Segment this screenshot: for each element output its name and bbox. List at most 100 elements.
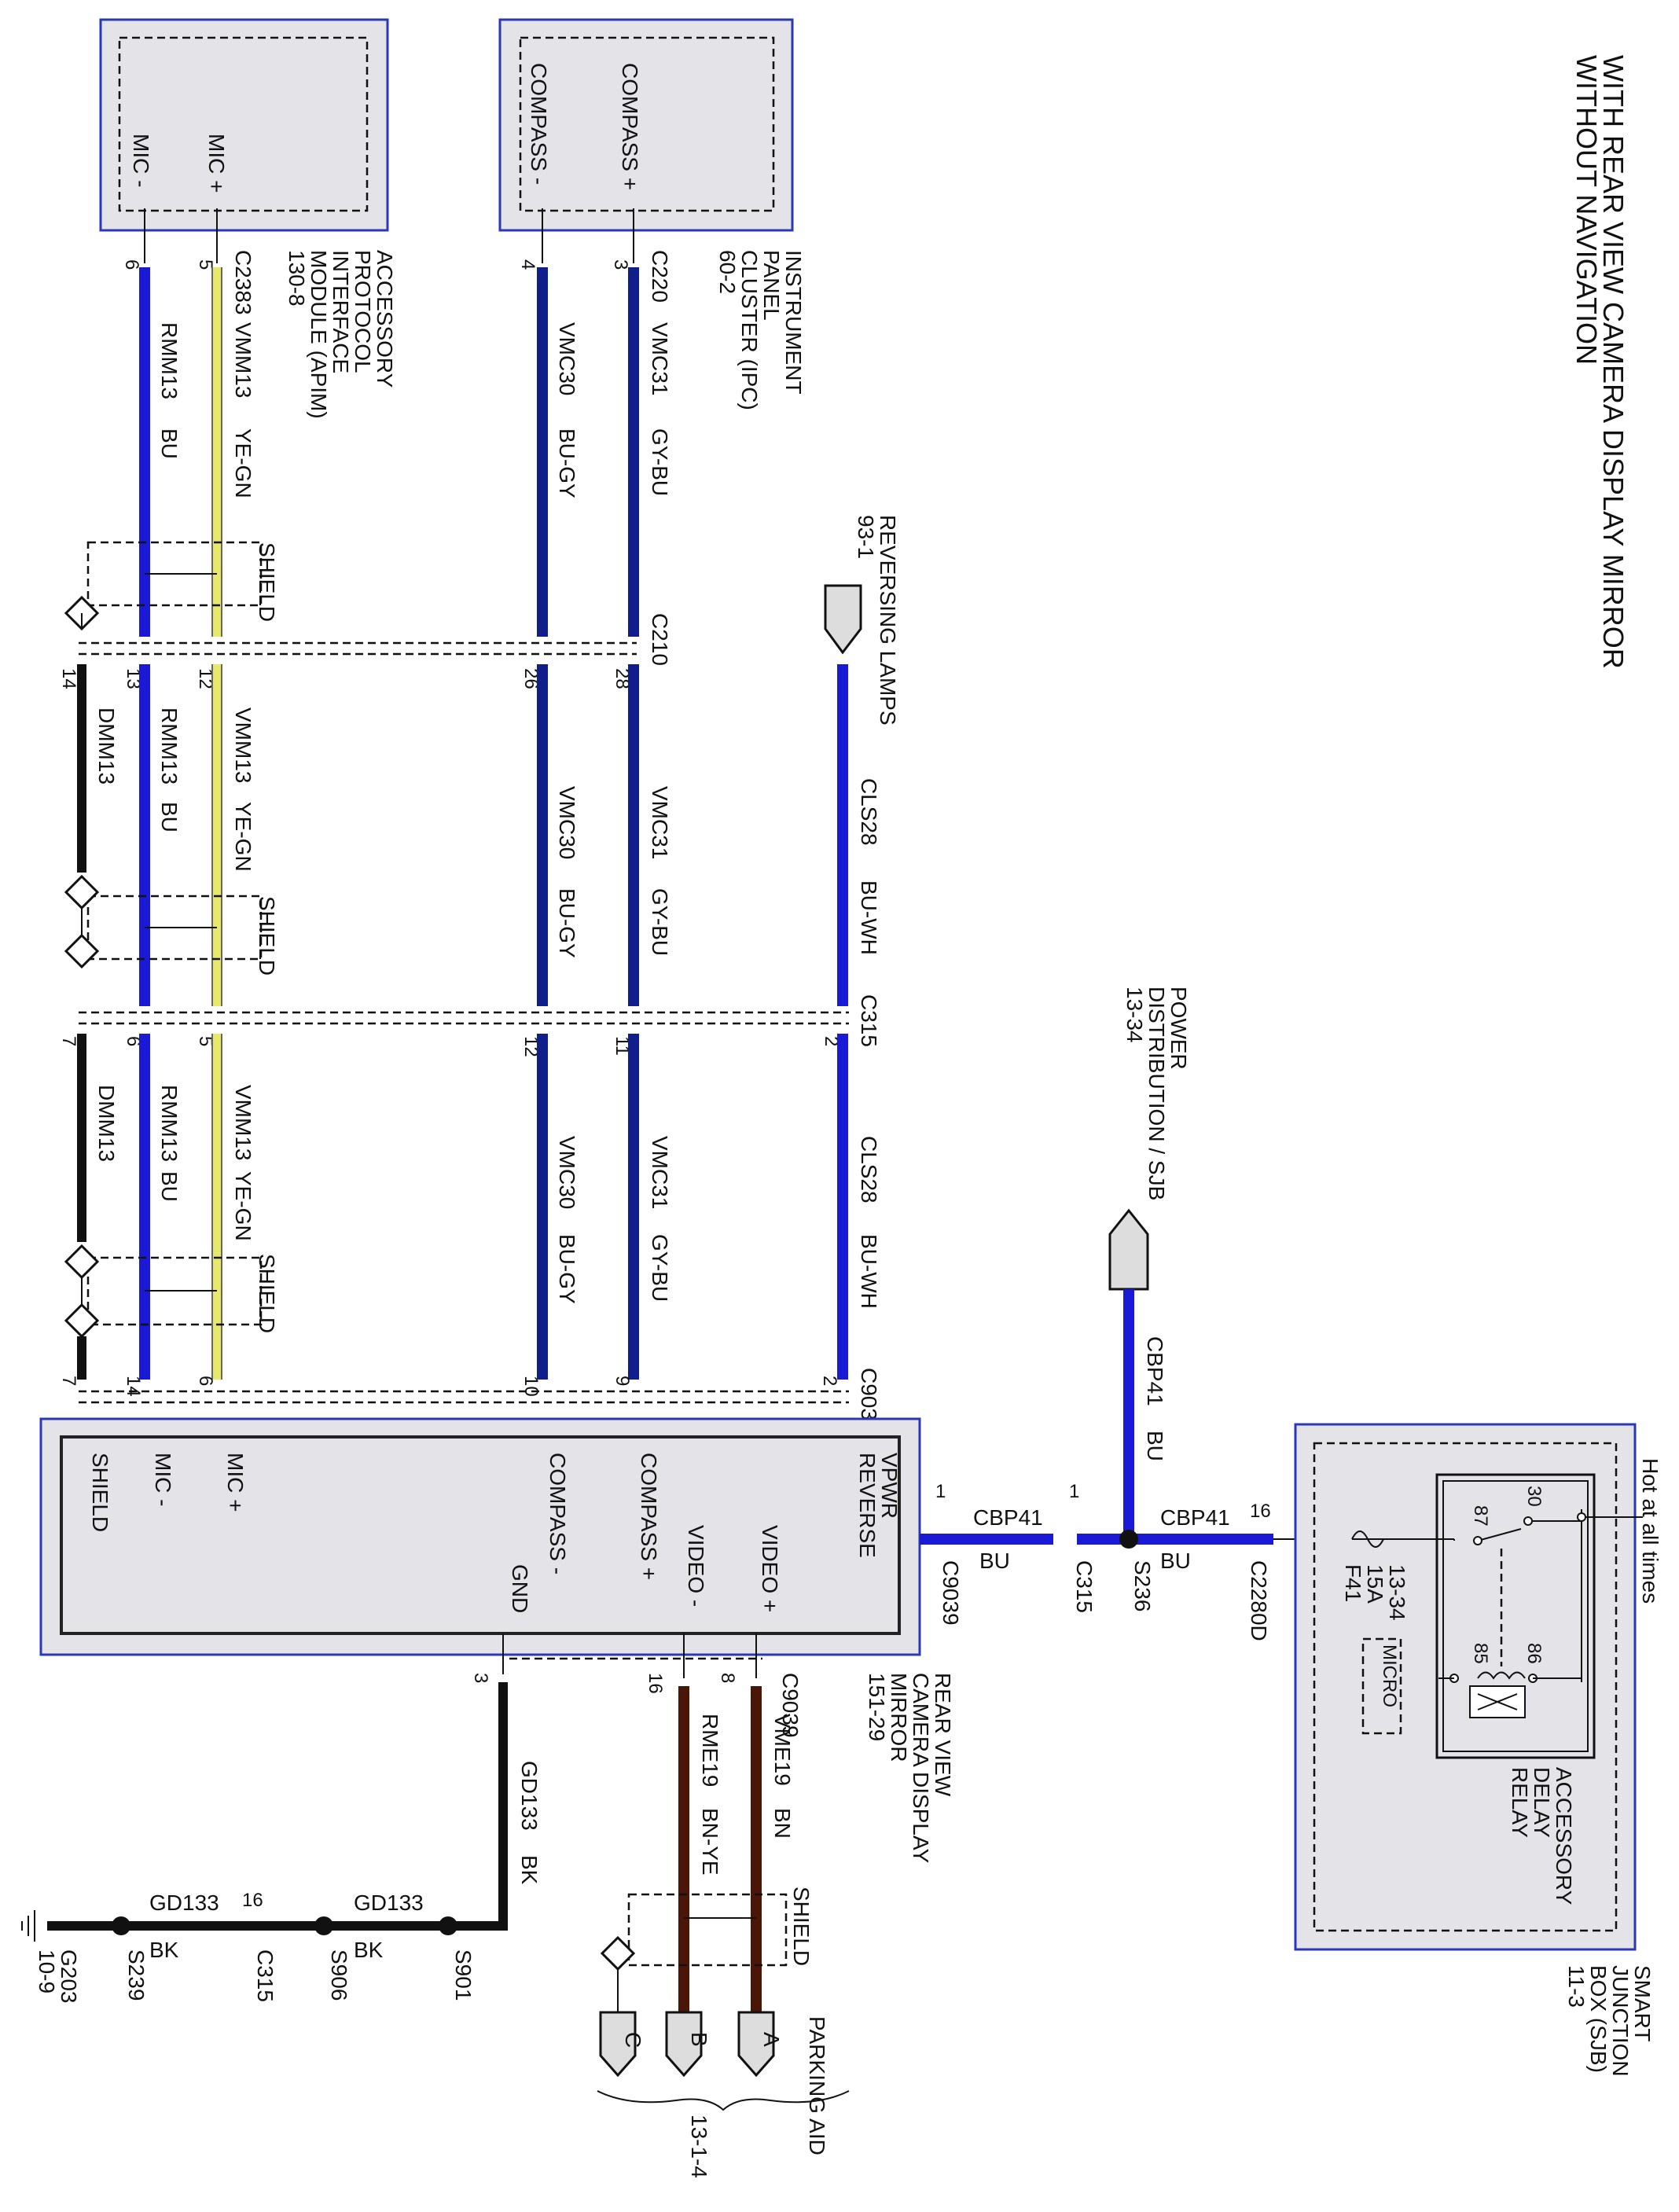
c315-label-side: C315 [1072,1560,1097,1613]
reversing-lamps-ref: REVERSING LAMPS 93-1 [824,515,900,726]
relay-name-3: RELAY [1508,1767,1532,1838]
sjb-name-2: JUNCTION [1608,1965,1633,2077]
mirror-bottom-pin-8: 8 [717,1673,738,1683]
rme19-color: BN-YE [698,1808,722,1876]
power-dist-label-2: DISTRIBUTION / SJB [1144,987,1169,1200]
cbp41-color-2: BU [1160,1549,1191,1573]
vmc31-color-1: GY-BU [648,428,672,496]
shield-label-1: SHIELD [255,542,279,622]
apim-name-5: 130-8 [285,250,309,307]
apim-pin-num-6: 6 [121,259,142,270]
g203-ref: 10-9 [35,1949,59,1993]
parking-letter-b: B [687,2032,711,2047]
ipc-connector: C220 [648,250,672,303]
rmm13-color-2: BU [157,802,182,832]
ipc-name-3: CLUSTER (IPC) [737,250,762,410]
sjb-name-1: SMART [1630,1965,1655,2042]
relay-name-1: ACCESSORY [1552,1767,1576,1905]
ipc-pin-compass-minus: COMPASS - [527,63,551,185]
mirror-module: SHIELD MIC - MIC + COMPASS - COMPASS + V… [39,1417,955,1864]
c9039-pin-14: 14 [123,1376,144,1397]
mirror-bottom-pin-3: 3 [470,1673,491,1683]
parking-letter-c: C [621,2032,645,2048]
apim-name-4: MODULE (APIM) [307,250,331,419]
vmm13-color-3: YE-GN [231,1171,255,1241]
c315-pin-6: 6 [123,1036,144,1046]
shield-label-3: SHIELD [255,1254,279,1333]
apim-name-1: ACCESSORY [373,250,397,388]
gd133-label-3: GD133 [149,1890,219,1915]
c315-gnd-pin: 16 [242,1890,263,1911]
ipc-pin-num-3: 3 [610,259,631,270]
splice-s901-dot [439,1916,457,1935]
wires-upper: VMM13 YE-GN RMM13 BU VMC31 GY-BU VMC30 B… [64,208,672,637]
ground-circuit: GD133 BK GD133 BK GD133 BK 16 S901 S906 … [21,1633,542,2004]
dmm13-label-1: DMM13 [94,707,119,784]
mirror-name-2: CAMERA DISPLAY [909,1673,933,1864]
mirror-name-4: 151-29 [865,1673,889,1741]
parking-letter-a: A [759,2032,784,2047]
vme19-color: BN [770,1808,795,1839]
c315-connector: C315 2 11 12 5 6 7 [58,994,881,1057]
c9039-pin-7: 7 [58,1376,79,1386]
g203-label: G203 [57,1949,81,2004]
c210-pin-14: 14 [58,668,79,689]
mirror-pin-compass-plus: COMPASS + [637,1453,661,1580]
vmc30-label-1: VMC30 [555,322,579,395]
power-distribution-ref: POWER DISTRIBUTION / SJB 13-34 [1108,987,1191,1291]
s239-label: S239 [124,1949,149,2001]
reversing-lamps-ref-num: 93-1 [854,515,878,559]
relay-pin-30: 30 [1523,1486,1545,1507]
apim-connector: C2383 [231,250,255,315]
vmc31-label-3: VMC31 [648,1136,672,1209]
c2280d-label: C2280D [1247,1560,1271,1641]
c315-gnd-label: C315 [253,1949,277,2002]
ipc-name-4: 60-2 [715,250,740,294]
s906-label: S906 [327,1949,351,2001]
mirror-name-3: MIRROR [887,1673,911,1762]
c315-pin-2: 2 [821,1036,842,1046]
reversing-lamps-label: REVERSING LAMPS [876,515,900,726]
sjb-name-3: BOX (SJB) [1586,1965,1611,2073]
apim-name-2: PROTOCOL [351,250,375,373]
cls28-label-2: CLS28 [857,1136,881,1203]
vmc30-label-2: VMC30 [555,786,579,859]
cbp41-label-1: CBP41 [973,1505,1043,1530]
gd133-label-2: GD133 [354,1890,424,1915]
c315-pin1-label: 1 [1069,1481,1079,1502]
rmm13-color-3: BU [157,1171,182,1202]
relay-pin-85: 85 [1470,1643,1491,1664]
rme19-label: RME19 [698,1714,722,1787]
mirror-bottom-pin-16: 16 [645,1673,666,1694]
gd133-color-2: BK [354,1938,384,1962]
parking-aid-label: PARKING AID [805,2016,829,2155]
fuse-ref: 13-34 [1385,1564,1409,1621]
vmc30-color-1: BU-GY [555,428,579,498]
ipc-pin-compass-plus: COMPASS + [618,63,642,190]
wires-lower: VMM13 YE-GN RMM13 BU DMM13 VMC31 GY-BU V… [64,1034,881,1380]
vmc31-label-2: VMC31 [648,786,672,859]
shield-label-4: SHIELD [789,1887,814,1966]
cls28-color-2: BU-WH [857,1234,881,1309]
c9039-pin-9: 9 [612,1376,633,1386]
relay-pin-87: 87 [1470,1505,1491,1527]
s901-label: S901 [451,1949,476,2001]
mirror-pin-video-plus: VIDEO + [758,1525,782,1612]
rmm13-label-2: RMM13 [157,707,182,784]
sjb-pin-16: 16 [1250,1501,1271,1522]
sjb-name-4: 11-3 [1564,1965,1589,2008]
vmm13-color-2: YE-GN [231,802,255,872]
c9039-pin-2: 2 [819,1376,840,1386]
shield-label-2: SHIELD [255,896,279,976]
title-line-1: WITH REAR VIEW CAMERA DISPLAY MIRROR [1597,55,1629,669]
vmc31-color-3: GY-BU [648,1234,672,1302]
apim-name-3: INTERFACE [329,250,353,373]
splice-s239-dot [112,1916,130,1935]
vmc31-color-2: GY-BU [648,888,672,956]
splice-s906-dot [314,1916,333,1935]
c9039-label-side: C9039 [939,1560,963,1626]
apim-pin-mic-minus: MIC - [129,134,153,187]
ipc-pin-num-4: 4 [517,259,538,270]
ipc-name-2: PANEL [759,250,784,321]
